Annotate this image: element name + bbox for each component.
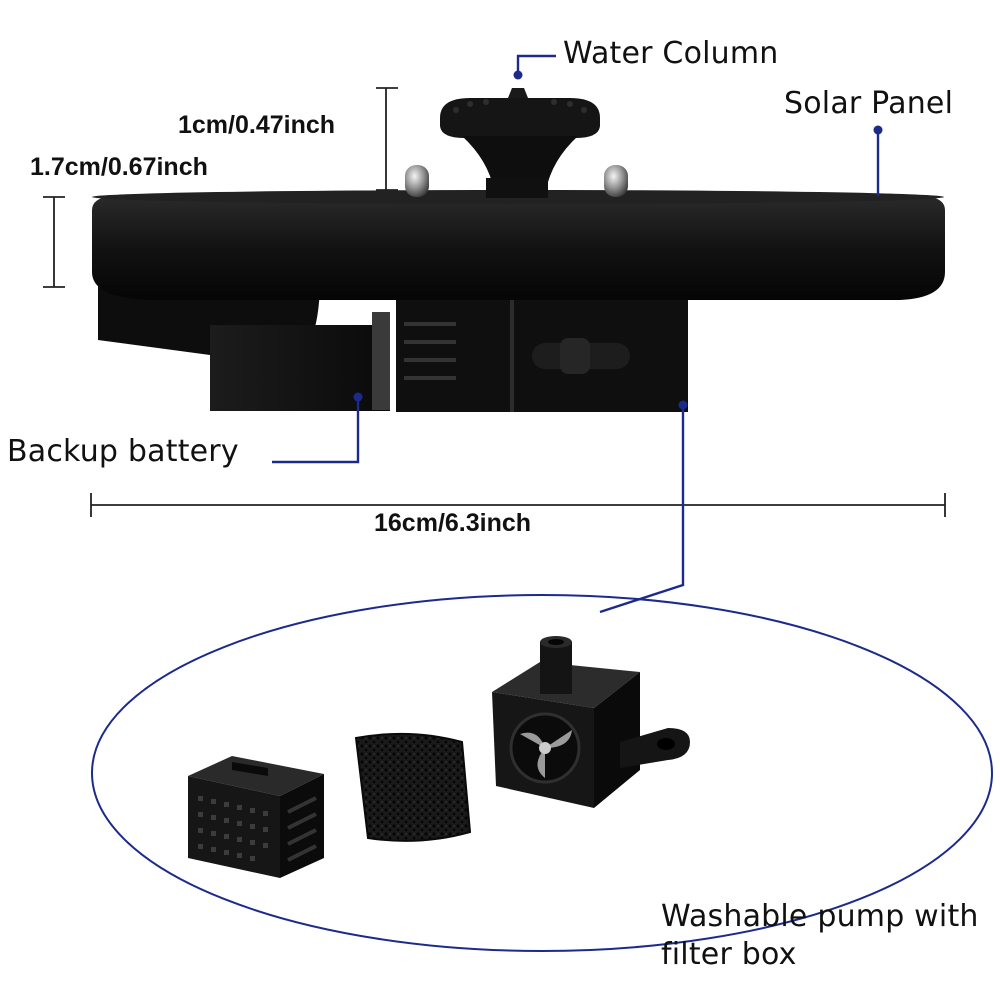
water-column-leader (516, 54, 556, 75)
battery-box (210, 325, 390, 411)
leader-dots (353, 70, 883, 410)
diameter-label: 16cm/6.3inch (374, 509, 532, 537)
pump-leader (599, 406, 685, 614)
pump-unit (492, 636, 690, 808)
filter-box (188, 756, 324, 878)
filter-box-holes (198, 796, 268, 861)
backup-battery-label: Backup battery (7, 434, 239, 469)
thickness-marker (43, 196, 65, 288)
filter-sponge (354, 732, 472, 842)
fountain-body (92, 88, 945, 412)
pump-outlet-tube (540, 636, 572, 694)
leader-lines (272, 54, 880, 614)
washable-pump-label-line1: Washable pump with (661, 899, 979, 934)
nozzle-height-label: 1cm/0.47inch (178, 111, 336, 139)
pump-impeller (520, 730, 572, 778)
washable-pump-label: Washable pump with filter box (661, 898, 979, 974)
filter-box-slots (287, 796, 317, 862)
battery-leader (272, 398, 360, 464)
panel-disc-rim (92, 196, 945, 300)
pump-detail-ellipse (91, 594, 993, 952)
diameter-marker (90, 493, 946, 517)
solar-panel-label: Solar Panel (784, 86, 954, 121)
pump-mount-tab (620, 728, 690, 768)
battery-box-edge (372, 312, 390, 410)
dimension-markers (43, 87, 946, 517)
nozzle-height-marker (376, 87, 398, 191)
panel-thickness-label: 1.7cm/0.67inch (30, 153, 208, 181)
water-column-label: Water Column (563, 36, 779, 71)
washable-pump-label-line2: filter box (661, 937, 797, 972)
pump-housing-vents (404, 322, 456, 380)
nozzle (440, 88, 600, 198)
